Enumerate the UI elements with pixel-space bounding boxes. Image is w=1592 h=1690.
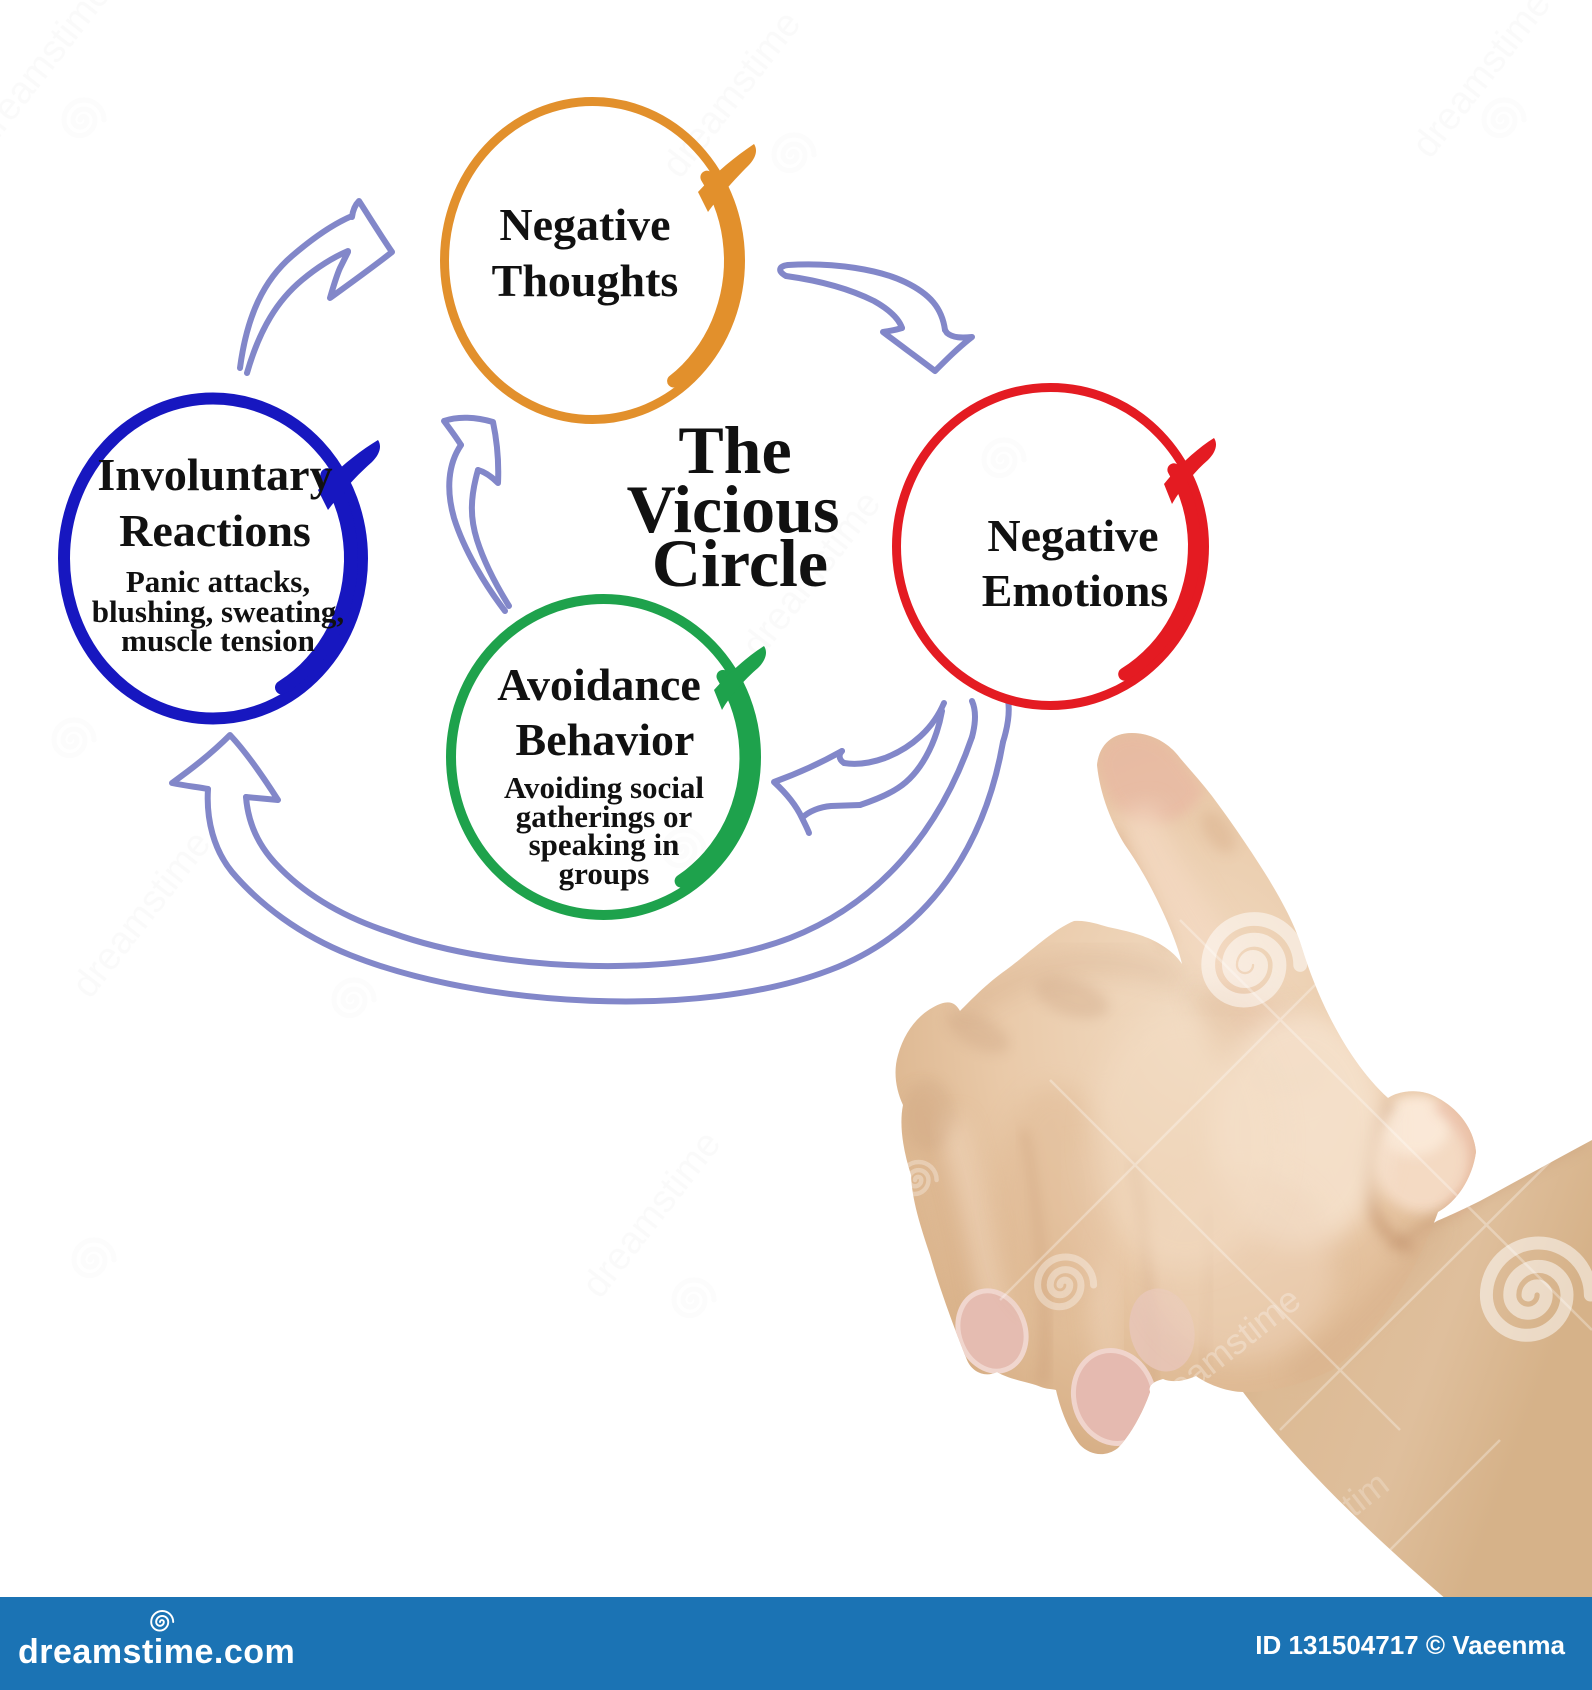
svg-text:ID 131504717 © Vaeenma: ID 131504717 © Vaeenma — [1255, 1630, 1565, 1660]
svg-text:Vicious: Vicious — [627, 471, 840, 547]
svg-text:Thoughts: Thoughts — [492, 255, 679, 306]
svg-text:Negative: Negative — [987, 510, 1158, 561]
svg-text:Emotions: Emotions — [982, 565, 1169, 616]
svg-text:Negative: Negative — [499, 199, 670, 250]
svg-text:groups: groups — [559, 856, 650, 891]
svg-text:Panic attacks,: Panic attacks, — [126, 564, 310, 599]
svg-text:muscle tension: muscle tension — [121, 623, 315, 658]
svg-text:dreamstime.com: dreamstime.com — [18, 1633, 295, 1671]
svg-text:Reactions: Reactions — [119, 505, 311, 556]
svg-text:Involuntary: Involuntary — [97, 449, 332, 500]
svg-text:blushing, sweating,: blushing, sweating, — [92, 594, 344, 629]
svg-text:Circle: Circle — [652, 525, 828, 601]
svg-text:Avoiding social: Avoiding social — [504, 770, 704, 805]
svg-text:speaking in: speaking in — [529, 827, 680, 862]
svg-text:Behavior: Behavior — [516, 714, 695, 765]
svg-text:Avoidance: Avoidance — [497, 659, 701, 710]
svg-text:gatherings or: gatherings or — [516, 799, 693, 834]
svg-text:The: The — [678, 412, 791, 488]
